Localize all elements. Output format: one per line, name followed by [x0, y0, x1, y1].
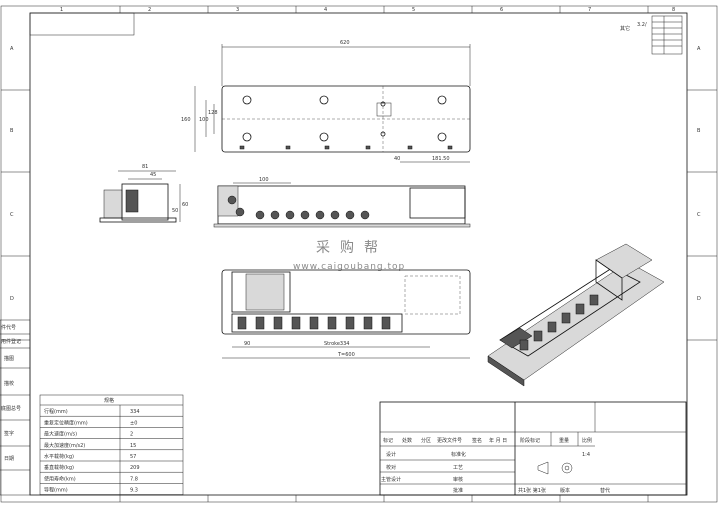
- spec-row-value: 2: [130, 432, 133, 438]
- row-marker: A: [10, 46, 14, 52]
- watermark-brand: 采购帮: [316, 240, 388, 256]
- left-record-strip: 件代号 用件登记 描图 描校 底图总号 签字 日期: [0, 319, 31, 496]
- spec-row-label: 重复定位精度(mm): [44, 419, 88, 426]
- row-marker: C: [10, 212, 14, 218]
- dim-side-4: 50: [172, 208, 178, 214]
- tb-design: 设计: [386, 451, 396, 458]
- tb-chief: 主管设计: [381, 476, 401, 483]
- spec-table: 规格: [39, 394, 184, 496]
- strip-label: 用件登记: [1, 338, 21, 345]
- row-marker: D: [10, 296, 14, 302]
- projection-symbol-icon: [537, 461, 573, 475]
- col-marker: 5: [412, 7, 415, 13]
- tb-row1: 标记: [383, 437, 393, 444]
- dim-inner-2: 128: [208, 110, 218, 116]
- tb-review: 审核: [453, 476, 463, 483]
- col-marker: 7: [588, 7, 591, 13]
- spec-row-label: 水平载荷(kg): [44, 453, 74, 460]
- spec-header: 规格: [104, 397, 114, 404]
- dim-plan-2: Stroke334: [324, 341, 349, 347]
- strip-label: 底图总号: [1, 405, 21, 412]
- dim-plan-3: T=600: [337, 352, 355, 358]
- tb-standard: 标准化: [451, 451, 466, 458]
- dim-front-1: 100: [259, 177, 269, 183]
- strip-label: 描图: [4, 355, 14, 362]
- row-marker: D: [697, 296, 701, 302]
- tb-sheet: 共1张 第1张: [518, 487, 546, 494]
- row-marker: C: [697, 212, 701, 218]
- tb-weight: 重量: [559, 437, 569, 444]
- col-marker: 6: [500, 7, 503, 13]
- spec-row-value: 15: [130, 443, 136, 449]
- spec-row-value: 7.8: [130, 476, 138, 482]
- watermark: 采购帮 www.caigoubang.top: [293, 240, 405, 272]
- dim-bottom-1: 40: [394, 156, 400, 162]
- dim-overall: 620: [340, 40, 350, 46]
- tb-version: 版本: [560, 487, 570, 494]
- tb-row1: 处数: [402, 437, 412, 444]
- dim-side-1: 81: [142, 164, 148, 170]
- spec-row-value: 334: [130, 409, 140, 415]
- tb-row1: 签名: [472, 437, 482, 444]
- watermark-url: www.caigoubang.top: [293, 262, 405, 272]
- spec-row-value: ±0: [130, 420, 137, 426]
- dim-side-2: 45: [150, 172, 156, 178]
- row-marker: B: [697, 128, 701, 134]
- tb-scale: 比例: [582, 437, 592, 444]
- tb-row1: 年 月 日: [489, 437, 507, 444]
- tb-row1: 更改文件号: [437, 437, 462, 444]
- dim-height: 160: [181, 117, 191, 123]
- strip-label: 签字: [4, 430, 14, 437]
- spec-row-label: 最大加速度(m/s2): [44, 442, 85, 449]
- row-marker: B: [10, 128, 14, 134]
- tb-scale-value: 1:4: [582, 452, 590, 458]
- spec-row-value: 57: [130, 454, 136, 460]
- tb-approve: 批准: [453, 487, 463, 494]
- col-marker: 8: [672, 7, 675, 13]
- tb-row1: 分区: [421, 437, 431, 444]
- dim-plan-1: 90: [244, 341, 250, 347]
- spec-row-value: 209: [130, 465, 140, 471]
- dim-side-3: 60: [182, 202, 188, 208]
- spec-row-label: 最大速度(m/s): [44, 431, 77, 438]
- roughness-label: 其它: [620, 25, 630, 32]
- side-view: 81 45 60 50: [99, 164, 188, 223]
- dim-bottom-2: 181.50: [432, 156, 450, 162]
- roughness-note: 其它 3.2/: [620, 15, 683, 55]
- isometric-view: [487, 243, 665, 387]
- col-marker: 2: [148, 7, 151, 13]
- spec-row-label: 行程(mm): [44, 408, 68, 415]
- spec-row-value: 9.3: [130, 488, 138, 494]
- title-block: 标记 处数 分区 更改文件号 签名 年 月 日 设计 标准化 校对 工艺 主管设…: [379, 401, 687, 496]
- strip-label: 描校: [4, 380, 14, 387]
- tb-process: 工艺: [453, 465, 463, 471]
- strip-label: 日期: [4, 456, 14, 462]
- strip-label: 件代号: [1, 324, 16, 331]
- tb-replace: 替代: [600, 487, 610, 494]
- spec-row-label: 使用寿命(km): [44, 475, 76, 482]
- roughness-symbol: 3.2/: [637, 22, 647, 28]
- spec-row-label: 导程(mm): [44, 487, 68, 494]
- row-marker: A: [697, 46, 701, 52]
- col-marker: 4: [324, 7, 327, 13]
- zone-markers: 1 2 3 4 5 6 7 8 A B C D A B C D: [10, 7, 701, 302]
- col-marker: 1: [60, 7, 63, 13]
- spec-row-label: 垂直载荷(kg): [44, 464, 74, 471]
- tb-check: 校对: [386, 464, 396, 471]
- spec-rows: 行程(mm) 334 重复定位精度(mm) ±0 最大速度(m/s) 2 最大加速度(m/s…: [40, 408, 183, 495]
- plan-view: 90 Stroke334 T=600: [221, 269, 471, 359]
- front-view: 100: [213, 177, 471, 228]
- dim-inner-1: 100: [199, 117, 209, 123]
- top-view: 620 160 100 128 40 181.50: [181, 40, 471, 163]
- col-marker: 3: [236, 7, 239, 13]
- tb-stage: 阶段标记: [520, 437, 540, 444]
